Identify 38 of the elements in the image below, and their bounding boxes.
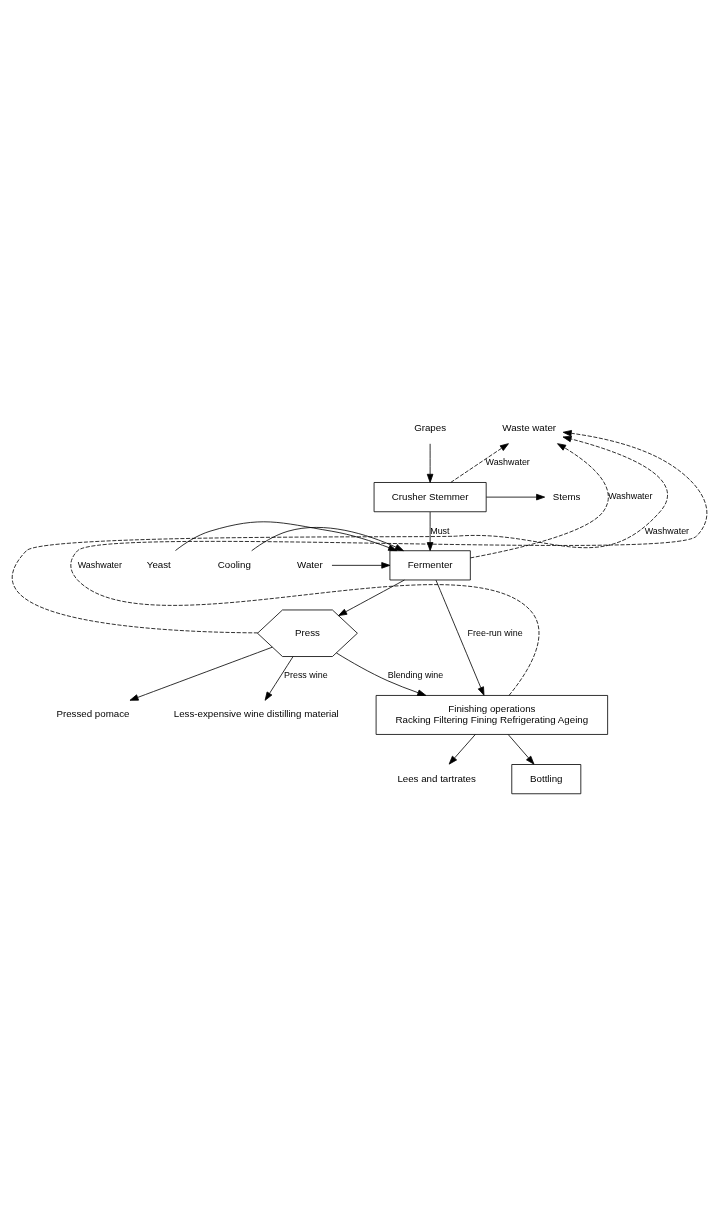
arrow — [426, 511, 434, 551]
arrow — [426, 442, 434, 483]
arrow — [264, 655, 294, 701]
node-text: Water — [297, 558, 323, 570]
arrow — [507, 733, 535, 765]
node-text: Pressed pomace — [56, 707, 130, 719]
node-text: Stems — [552, 490, 581, 502]
edge-label: Free-run wine — [467, 627, 523, 638]
arrow — [12, 435, 668, 633]
arrow — [338, 579, 405, 616]
node-text: Lees and tartrates — [397, 772, 476, 784]
node-box: Crusher Stemmer — [373, 481, 487, 512]
edge-label: Washwater — [77, 559, 123, 570]
node-text: Grapes — [414, 421, 447, 433]
arrow — [336, 652, 427, 696]
node-text: Cooling — [217, 558, 251, 570]
edge-label: Washwater — [485, 456, 530, 467]
arrow — [70, 429, 708, 696]
edge-label: Must — [430, 525, 450, 536]
arrow — [129, 646, 273, 701]
arrow — [175, 520, 398, 551]
arrow — [435, 579, 485, 696]
node-box: Fermenter — [389, 549, 471, 580]
edge-label: Washwater — [644, 525, 690, 536]
arrow — [448, 733, 476, 765]
arrow — [485, 493, 546, 500]
arrow — [251, 526, 404, 551]
arrow — [331, 561, 391, 569]
edge-label: Press wine — [284, 669, 328, 680]
node-box: Finishing operations Racking Filtering Fining Refrigerating Ageing — [375, 694, 609, 735]
node-text: Less-expensive wine distilling material — [173, 707, 339, 719]
edge-label: Washwater — [608, 490, 653, 501]
node-box: Bottling — [511, 763, 582, 794]
arrow — [470, 442, 609, 558]
node-text: Yeast — [146, 558, 171, 570]
edge-label: Blending wine — [387, 669, 444, 680]
node-text: Waste water — [502, 421, 557, 433]
arrow — [450, 442, 509, 483]
